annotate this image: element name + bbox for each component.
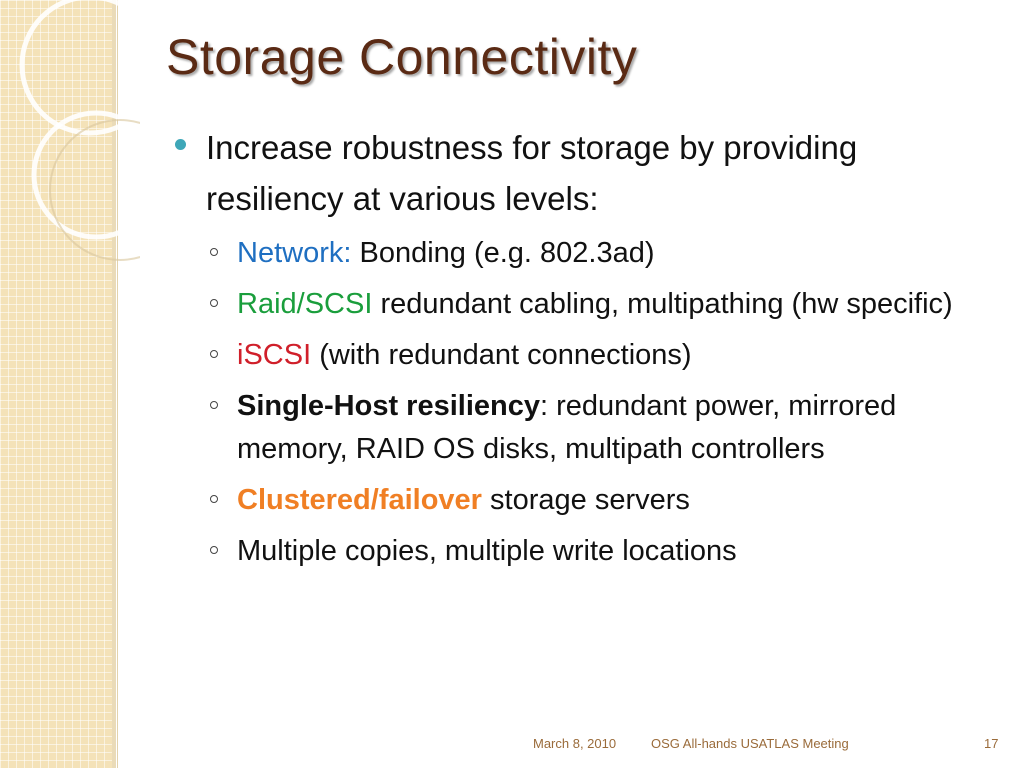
sub-bullet-text: (with redundant connections)	[311, 339, 692, 371]
sub-bullet-multiple-copies: Multiple copies, multiple write location…	[210, 530, 995, 573]
sub-bullet-text: Multiple copies, multiple write location…	[237, 535, 737, 567]
band-edge-divider	[112, 0, 116, 768]
slide-title: Storage Connectivity	[166, 29, 638, 85]
ring-bullet-icon	[210, 350, 218, 358]
bullet-dot-icon	[175, 139, 186, 150]
decorative-rings	[19, 0, 140, 261]
sub-bullet-single-host: Single-Host resiliency: redundant power,…	[210, 385, 995, 471]
sub-bullet-label: Raid/SCSI	[237, 288, 373, 320]
ring-bullet-icon	[210, 546, 218, 554]
sub-bullet-clustered: Clustered/failover storage servers	[210, 479, 995, 522]
footer-meeting: OSG All-hands USATLAS Meeting	[651, 736, 849, 751]
footer-page-number: 17	[984, 736, 999, 751]
ring-bullet-icon	[210, 401, 218, 409]
slide-content: Increase robustness for storage by provi…	[175, 122, 995, 573]
sub-bullet-text: redundant cabling, multipathing (hw spec…	[372, 288, 953, 320]
footer-date: March 8, 2010	[533, 736, 617, 751]
ring-bullet-icon	[210, 299, 218, 307]
sub-bullet-network: Network: Bonding (e.g. 802.3ad)	[210, 232, 995, 275]
sub-bullet-text: Bonding (e.g. 802.3ad)	[351, 237, 655, 269]
sub-bullet-raid: Raid/SCSI redundant cabling, multipathin…	[210, 283, 995, 326]
main-bullet-text: Increase robustness for storage by provi…	[206, 129, 858, 217]
ring-bullet-icon	[210, 248, 218, 256]
sub-bullet-label: Single-Host resiliency	[237, 390, 540, 422]
sub-bullet-label: iSCSI	[237, 339, 312, 371]
sub-bullet-text: storage servers	[481, 484, 690, 516]
sub-bullet-text: : redundant power, mirrored memory, RAID…	[237, 390, 897, 465]
band-edge-line	[117, 0, 118, 768]
ring-bullet-icon	[210, 495, 218, 503]
sub-bullet-label: Clustered/failover	[237, 484, 482, 516]
sub-bullet-label: Network:	[237, 237, 352, 269]
sub-bullet-iscsi: iSCSI (with redundant connections)	[210, 334, 995, 377]
main-bullet: Increase robustness for storage by provi…	[175, 122, 995, 224]
